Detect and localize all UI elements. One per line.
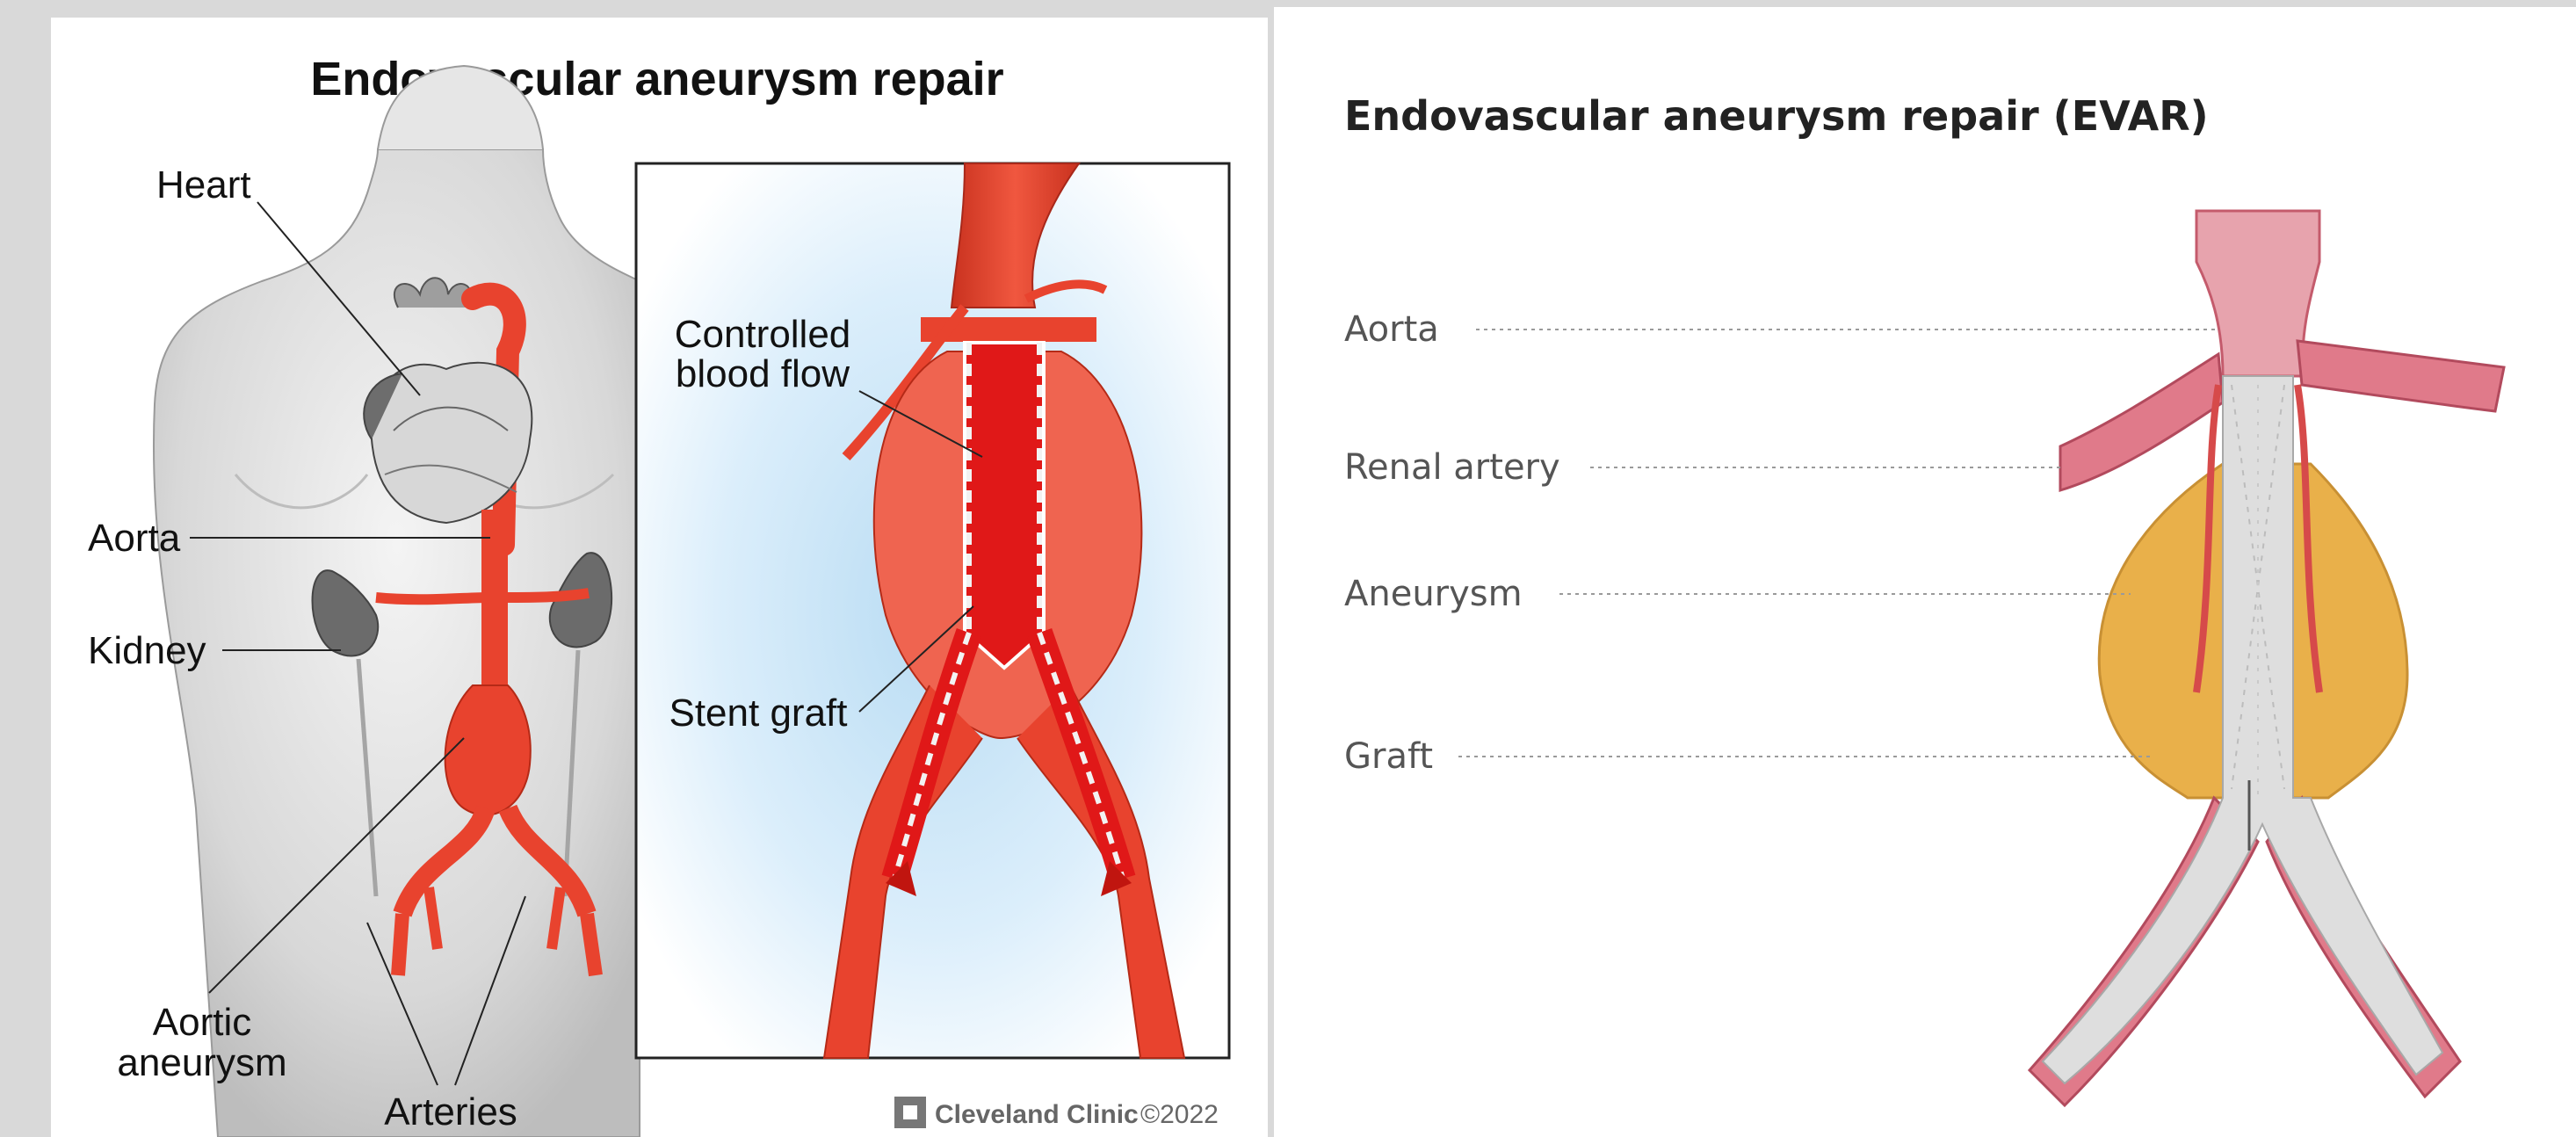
right-label-graft: Graft [1344,736,1433,777]
label-heart: Heart [156,163,251,206]
label-aortic-aneurysm-1: Aortic [153,1001,251,1044]
left-diagram-svg: Endovascular aneurysm repair [51,18,1268,1137]
right-label-renal-artery: Renal artery [1344,447,1560,488]
right-diagram-panel: Endovascular aneurysm repair (EVAR) [1274,7,2576,1137]
label-aortic-aneurysm-2: aneurysm [117,1041,286,1084]
evar-vessel-graphic [2030,211,2504,1105]
label-controlled-flow-2: blood flow [676,352,850,395]
right-label-aorta: Aorta [1344,309,1439,350]
label-arteries: Arteries [384,1090,517,1133]
label-aorta: Aorta [88,517,181,560]
cleveland-clinic-logo-icon [894,1097,926,1128]
right-label-aneurysm: Aneurysm [1344,574,1523,614]
left-diagram-panel: Endovascular aneurysm repair [51,18,1268,1137]
right-title: Endovascular aneurysm repair (EVAR) [1344,92,2209,140]
label-controlled-flow-1: Controlled [675,313,851,356]
right-diagram-svg: Endovascular aneurysm repair (EVAR) [1274,7,2576,1137]
credit-brand: Cleveland Clinic [935,1100,1139,1129]
credit-copyright: ©2022 [1140,1100,1219,1129]
label-kidney: Kidney [88,629,206,672]
stent-closeup-inset [636,163,1229,1058]
label-stent-graft: Stent graft [669,692,847,735]
